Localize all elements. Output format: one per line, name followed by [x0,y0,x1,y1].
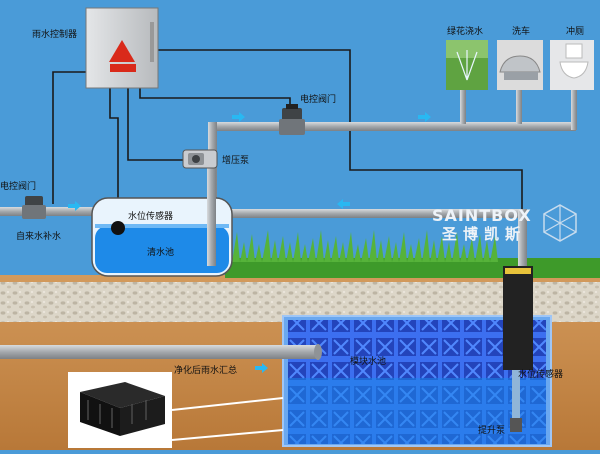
fixture-toilet [550,40,594,90]
control-wires [52,49,523,270]
brand-logo-icon [543,204,577,242]
car-wash-label: 洗车 [512,27,531,37]
module-block-inset [68,372,284,448]
clear-pool-label: 清水池 [147,248,175,258]
module-pool-label: 模块水池 [350,357,387,367]
brand-cn: 圣博凯斯 [442,225,527,243]
collected-rain-label: 净化后雨水汇总 [174,366,238,376]
electric-valve-top [279,104,305,135]
brand-en: SAINTBOX [432,206,532,225]
valve-left-label: 电控阀门 [0,182,37,192]
controller-label: 雨水控制器 [32,30,78,40]
lift-pump-column [503,266,533,432]
fixture-garden [446,40,488,90]
clear-water-pool [91,197,233,277]
level-sensor-float [111,221,125,235]
booster-suction-pipe [207,168,216,266]
electric-valve-left [22,196,46,219]
booster-pump [182,149,218,169]
brand-wordmark: SAINTBOX 圣博凯斯 [432,206,532,244]
level-sensor-top-label: 水位传感器 [128,212,174,222]
booster-pump-label: 增压泵 [222,156,250,166]
valve-top-label: 电控阀门 [300,95,337,105]
level-sensor-bottom-label: 水位传感器 [518,370,564,380]
tap-water-label: 自来水补水 [16,232,62,242]
flush-label: 冲厕 [566,27,585,37]
garden-label: 绿花浇水 [447,27,484,37]
flow-arrows [68,112,431,373]
fixture-car [497,40,543,90]
rain-controller-box [85,7,159,89]
lift-pump-label: 提升泵 [478,426,506,436]
